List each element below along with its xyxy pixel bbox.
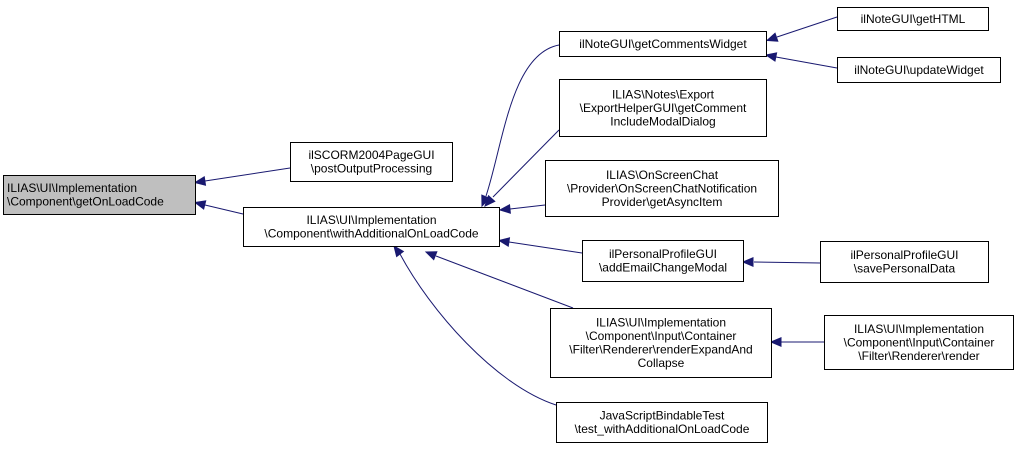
arrow-head-icon xyxy=(765,32,779,42)
node-root[interactable]: ILIAS\UI\Implementation\Component\getOnL… xyxy=(3,175,196,215)
node-label-line: ilSCORM2004PageGUI xyxy=(308,148,434,162)
node-box xyxy=(545,160,779,217)
node-label-line: ILIAS\UI\Implementation xyxy=(596,316,726,330)
edge-scorm-to-root xyxy=(193,167,291,186)
arrow-head-icon xyxy=(393,244,405,258)
node-box xyxy=(550,308,772,378)
node-label-line: \Provider\OnScreenChatNotification xyxy=(567,181,757,195)
edge-render-to-filter xyxy=(769,337,824,347)
node-label-line: ILIAS\UI\Implementation xyxy=(7,181,137,195)
node-label-line: Collapse xyxy=(638,356,685,370)
node-label-line: JavaScriptBindableTest xyxy=(600,409,725,423)
node-label-line: ilNoteGUI\updateWidget xyxy=(854,63,984,77)
node-label-line: \Component\getOnLoadCode xyxy=(7,195,164,209)
node-box xyxy=(243,207,500,247)
node-label-line: ilPersonalProfileGUI xyxy=(609,247,717,261)
node-chat[interactable]: ILIAS\OnScreenChat\Provider\OnScreenChat… xyxy=(545,160,779,217)
node-label-line: \Component\Input\Container xyxy=(586,329,737,343)
node-label-line: \Filter\Renderer\renderExpandAnd xyxy=(569,343,752,357)
node-export[interactable]: ILIAS\Notes\Export\ExportHelperGUI\getCo… xyxy=(559,79,767,137)
edge-line xyxy=(776,16,838,38)
edge-line xyxy=(204,204,244,215)
node-gethtml[interactable]: ilNoteGUI\getHTML xyxy=(837,7,989,31)
edge-line xyxy=(399,253,557,406)
node-jstest[interactable]: JavaScriptBindableTest\test_withAddition… xyxy=(556,402,768,443)
node-label-line: \Filter\Renderer\render xyxy=(858,349,979,363)
node-label-line: ILIAS\Notes\Export xyxy=(612,87,715,101)
edge-savepd-to-profile xyxy=(741,257,821,267)
edge-line xyxy=(753,261,821,264)
node-with[interactable]: ILIAS\UI\Implementation\Component\withAd… xyxy=(243,207,500,247)
node-label-line: ilPersonalProfileGUI xyxy=(850,248,958,262)
node-profile[interactable]: ilPersonalProfileGUI\addEmailChangeModal xyxy=(582,240,744,282)
node-comments[interactable]: ilNoteGUI\getCommentsWidget xyxy=(559,31,767,57)
node-label-line: \postOutputProcessing xyxy=(311,162,432,176)
node-box xyxy=(556,402,768,443)
edge-line xyxy=(509,204,546,210)
node-update[interactable]: ilNoteGUI\updateWidget xyxy=(837,57,1001,83)
node-box xyxy=(820,241,989,283)
node-box xyxy=(290,142,453,182)
node-label-line: \Component\withAdditionalOnLoadCode xyxy=(264,227,478,241)
node-box xyxy=(3,175,196,215)
node-label-line: \addEmailChangeModal xyxy=(599,261,727,275)
node-box xyxy=(837,7,989,31)
arrow-head-icon xyxy=(764,52,778,62)
arrow-head-icon xyxy=(193,200,207,210)
node-label-line: \savePersonalData xyxy=(854,262,956,276)
node-box xyxy=(559,31,767,57)
node-label-line: IncludeModalDialog xyxy=(610,114,715,128)
node-box xyxy=(837,57,1001,83)
node-box xyxy=(559,79,767,137)
node-label-line: \Component\Input\Container xyxy=(844,335,995,349)
arrow-head-icon xyxy=(193,176,207,186)
node-label-line: \ExportHelperGUI\getComment xyxy=(580,101,747,115)
arrow-head-icon xyxy=(497,237,511,247)
edge-line xyxy=(775,56,838,69)
edge-export-to-with xyxy=(484,129,560,207)
node-label-line: ilNoteGUI\getHTML xyxy=(861,12,966,26)
edge-line xyxy=(492,129,560,198)
edge-line xyxy=(508,241,583,254)
call-edges xyxy=(193,16,838,406)
call-nodes: ILIAS\UI\Implementation\Component\getOnL… xyxy=(3,7,1014,443)
edge-line xyxy=(485,44,560,197)
edge-line xyxy=(204,167,291,182)
node-filter[interactable]: ILIAS\UI\Implementation\Component\Input\… xyxy=(550,308,772,378)
edge-jstest-to-with xyxy=(393,244,557,406)
node-scorm[interactable]: ilSCORM2004PageGUI\postOutputProcessing xyxy=(290,142,453,182)
edge-filter-to-with xyxy=(424,251,574,309)
node-savepd[interactable]: ilPersonalProfileGUI\savePersonalData xyxy=(820,241,989,283)
arrow-head-icon xyxy=(424,251,438,261)
node-box xyxy=(824,315,1014,370)
edge-with-to-root xyxy=(193,200,244,215)
arrow-head-icon xyxy=(484,194,496,207)
node-box xyxy=(582,240,744,282)
edge-gethtml-to-comments xyxy=(765,16,838,42)
edge-chat-to-with xyxy=(498,204,546,214)
edge-line xyxy=(435,255,574,309)
node-render[interactable]: ILIAS\UI\Implementation\Component\Input\… xyxy=(824,315,1014,370)
node-label-line: Provider\getAsyncItem xyxy=(602,195,723,209)
edge-profile-to-with xyxy=(497,237,583,254)
node-label-line: \test_withAdditionalOnLoadCode xyxy=(575,422,750,436)
node-label-line: ilNoteGUI\getCommentsWidget xyxy=(579,37,747,51)
node-label-line: ILIAS\OnScreenChat xyxy=(606,168,719,182)
node-label-line: ILIAS\UI\Implementation xyxy=(854,322,984,336)
node-label-line: ILIAS\UI\Implementation xyxy=(306,213,436,227)
edge-update-to-comments xyxy=(764,52,838,69)
arrow-head-icon xyxy=(498,204,511,214)
arrow-head-icon xyxy=(741,257,754,267)
arrow-head-icon xyxy=(769,337,782,347)
